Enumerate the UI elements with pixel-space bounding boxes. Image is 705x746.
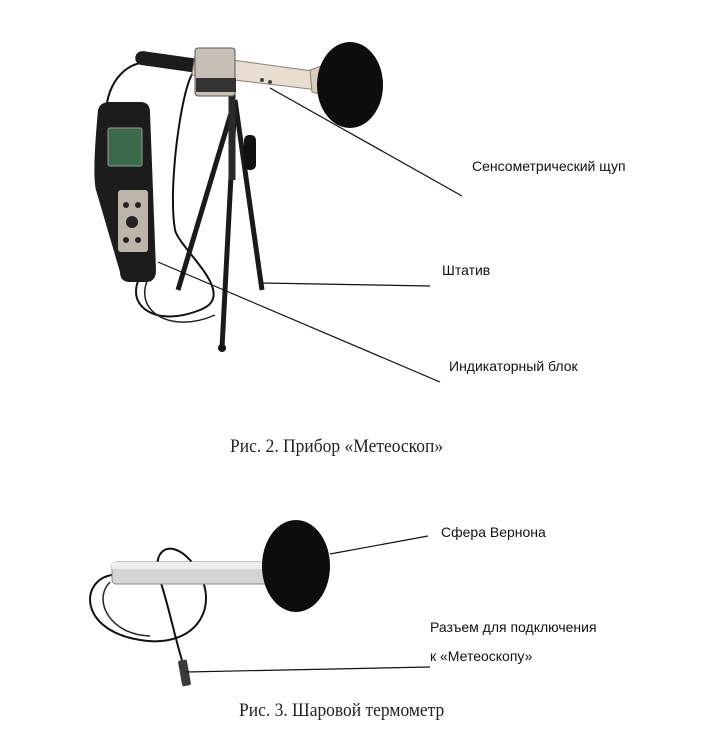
label-tripod: Штатив (442, 262, 491, 278)
label-connector-line1: Разъем для подключения (430, 619, 597, 635)
meteoscope-illustration (94, 42, 463, 383)
cable-loop-2 (143, 274, 216, 323)
probe-mount (196, 78, 236, 92)
leader-connector (185, 666, 431, 673)
figure-3: Сфера Вернона Разъем для подключения к «… (0, 490, 705, 746)
indicator-dpad (126, 216, 138, 228)
figure-2: Сенсометрический щуп Штатив Индикаторный… (94, 42, 626, 457)
figure-3-caption: Рис. 3. Шаровой термометр (239, 700, 445, 721)
figure-2-caption: Рис. 2. Прибор «Метеоскоп» (230, 436, 444, 457)
tripod-leg-left (175, 99, 238, 291)
leader-indicator (157, 261, 441, 383)
label-sphere: Сфера Вернона (441, 524, 546, 540)
leader-probe (269, 87, 463, 197)
vernon-sphere (262, 520, 330, 612)
probe-handle (135, 51, 205, 73)
leader-sphere (329, 535, 429, 555)
tripod-foot (218, 344, 226, 352)
indicator-screen (107, 127, 143, 167)
label-connector-line2: к «Метеоскопу» (430, 648, 533, 664)
leader-tripod (261, 282, 431, 287)
tripod-knob (244, 135, 256, 170)
label-indicator: Индикаторный блок (449, 358, 578, 374)
globe-thermometer-illustration (89, 520, 431, 687)
globe-sphere (317, 42, 383, 128)
connector-plug (178, 659, 191, 687)
label-probe: Сенсометрический щуп (472, 158, 626, 174)
tripod-leg-right (232, 99, 265, 291)
cable-loop (135, 69, 215, 318)
